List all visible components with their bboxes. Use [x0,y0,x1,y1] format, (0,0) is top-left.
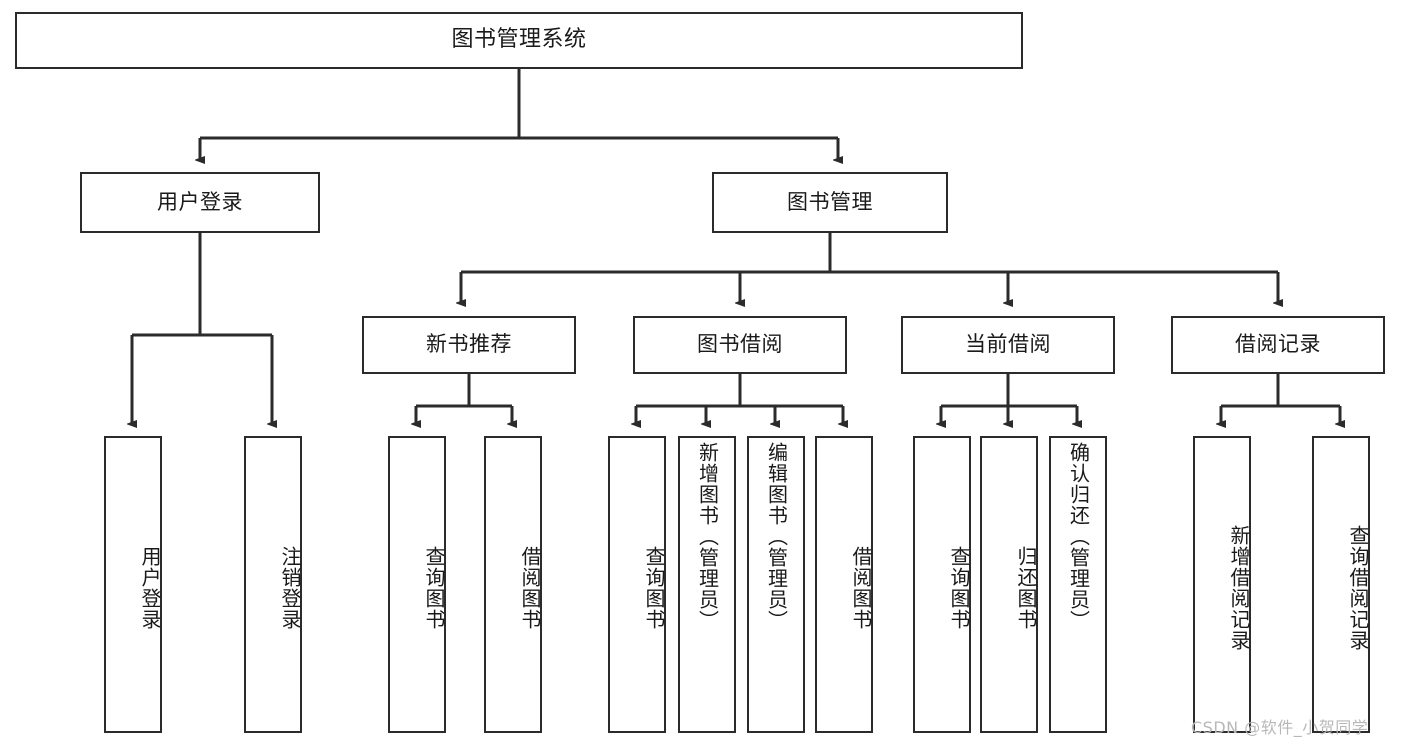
node-leaf-query-book-1[interactable]: 查询图书 [388,436,446,733]
node-leaf-add-book[interactable]: 新增图书（管理员） [678,436,736,733]
node-leaf-query-book-3[interactable]: 查询图书 [913,436,971,733]
connector-borrow-record-to-leaves [1221,374,1340,424]
node-leaf-query-book-2[interactable]: 查询图书 [608,436,666,733]
node-root[interactable]: 图书管理系统 [15,12,1023,69]
node-current-borrow[interactable]: 当前借阅 [901,316,1115,374]
node-leaf-logout-login[interactable]: 注销登录 [244,436,302,733]
node-book-manage[interactable]: 图书管理 [712,172,948,233]
connector-user-login-to-leaves [132,233,272,424]
node-leaf-borrow-book-1[interactable]: 借阅图书 [484,436,542,733]
node-borrow-record[interactable]: 借阅记录 [1171,316,1385,374]
node-user-login[interactable]: 用户登录 [80,172,320,233]
node-leaf-user-login[interactable]: 用户登录 [104,436,162,733]
connector-new-book-rec-to-leaves [416,374,512,424]
connector-current-borrow-to-leaves [941,374,1077,424]
node-leaf-return-book[interactable]: 归还图书 [980,436,1038,733]
connector-book-manage-to-level3 [461,233,1278,303]
node-leaf-confirm-return[interactable]: 确认归还（管理员） [1049,436,1107,733]
csdn-watermark: CSDN @软件_小贺同学 [1191,718,1369,737]
connector-root-to-level2 [200,69,838,160]
connector-book-borrow-to-leaves [636,374,843,424]
node-leaf-borrow-book-2[interactable]: 借阅图书 [815,436,873,733]
node-leaf-add-record[interactable]: 新增借阅记录 [1193,436,1251,733]
node-leaf-edit-book[interactable]: 编辑图书（管理员） [747,436,805,733]
node-new-book-rec[interactable]: 新书推荐 [362,316,576,374]
node-leaf-query-record[interactable]: 查询借阅记录 [1312,436,1370,733]
node-book-borrow[interactable]: 图书借阅 [633,316,847,374]
